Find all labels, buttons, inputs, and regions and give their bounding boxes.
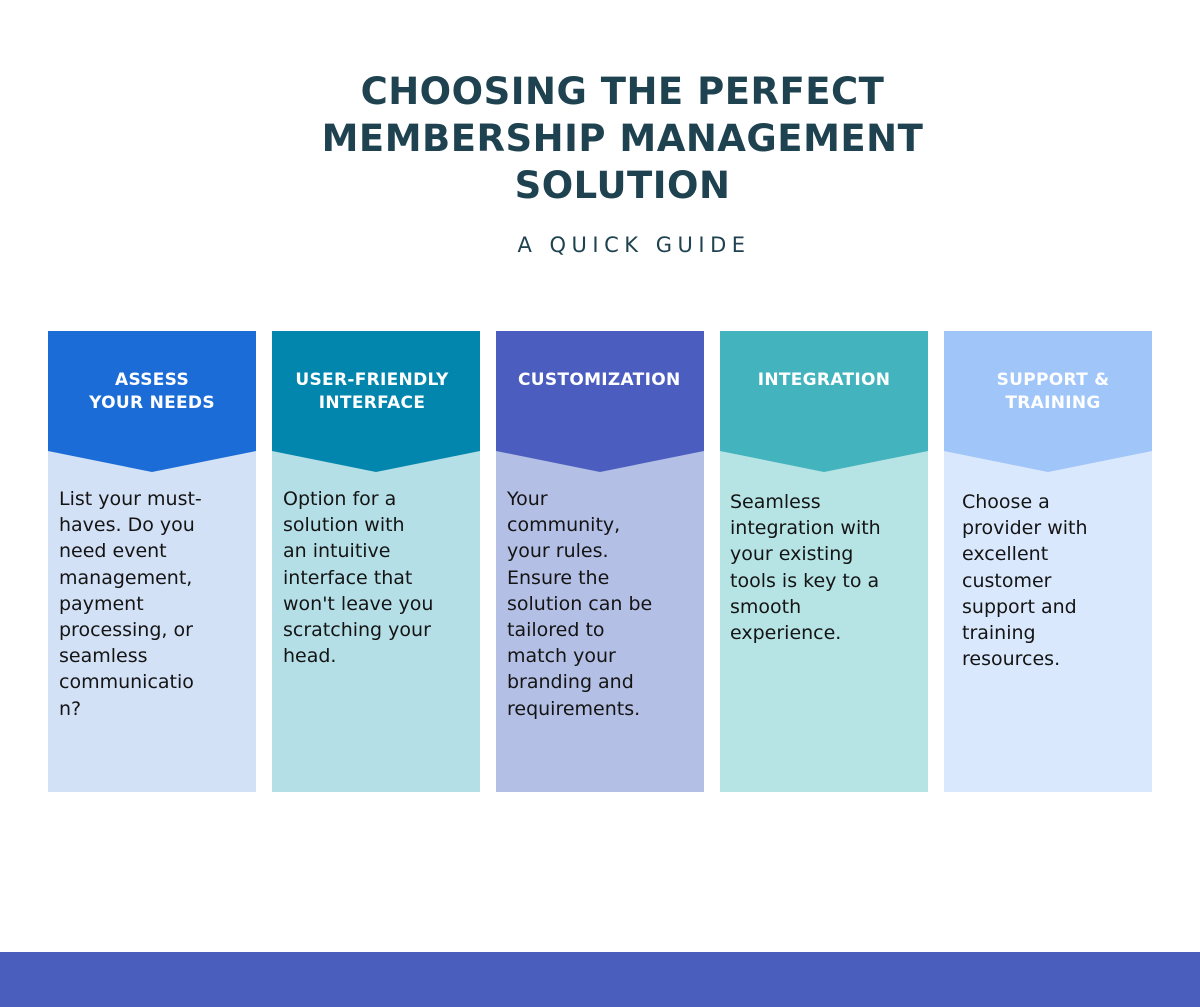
page-title-line-3: SOLUTION [514,164,731,207]
step-title: ASSESS YOUR NEEDS [89,370,215,413]
step-card-header: USER-FRIENDLY INTERFACE [272,331,480,472]
step-card-assess-needs: ASSESS YOUR NEEDS List your must- haves.… [48,331,256,792]
step-title: INTEGRATION [757,370,891,390]
step-title: CUSTOMIZATION [518,370,681,390]
step-card-customization: CUSTOMIZATION Your community, your rules… [496,331,704,792]
step-card-header: CUSTOMIZATION [496,331,704,472]
guide-steps: ASSESS YOUR NEEDS List your must- haves.… [0,331,1200,792]
step-card-body [272,451,480,792]
step-card-header: ASSESS YOUR NEEDS [48,331,256,472]
step-card-body [496,451,704,792]
step-card-support-training: SUPPORT & TRAINING Choose a provider wit… [944,331,1152,792]
footer-band [0,952,1200,1007]
step-card-body [720,451,928,792]
step-description: Choose a provider with excellent custome… [962,491,1088,671]
step-card-header: SUPPORT & TRAINING [944,331,1152,472]
step-description: Option for a solution with an intuitive … [283,488,434,668]
step-description: Your community, your rules. Ensure the s… [507,488,653,720]
page-title-line-2: MEMBERSHIP MANAGEMENT [321,117,924,160]
step-card-header: INTEGRATION [720,331,928,472]
step-description: List your must- haves. Do you need event… [59,488,202,720]
step-card-body [48,451,256,792]
step-card-body [944,451,1152,792]
page-subtitle: A QUICK GUIDE [517,233,751,257]
page-title: CHOOSING THE PERFECT MEMBERSHIP MANAGEME… [0,68,1200,209]
step-title: SUPPORT & TRAINING [996,370,1110,413]
page-title-line-1: CHOOSING THE PERFECT [360,70,885,113]
step-description: Seamless integration with your existing … [730,491,881,645]
step-card-user-friendly-interface: USER-FRIENDLY INTERFACE Option for a sol… [272,331,480,792]
step-card-integration: INTEGRATION Seamless integration with yo… [720,331,928,792]
step-title: USER-FRIENDLY INTERFACE [295,370,449,413]
